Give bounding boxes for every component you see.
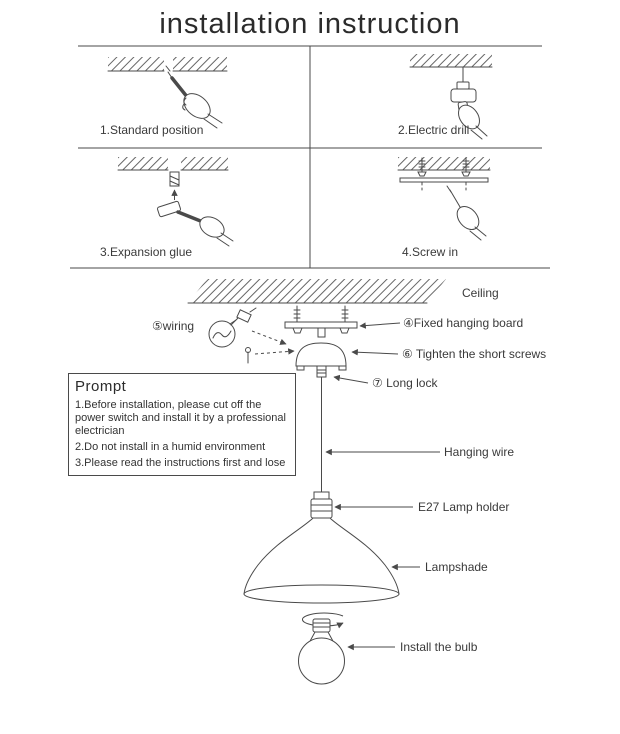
- prompt-box: Prompt 1.Before installation, please cut…: [68, 373, 296, 476]
- fixed-hanging-board-label: ④Fixed hanging board: [403, 316, 523, 330]
- step4-label: 4.Screw in: [402, 245, 458, 259]
- step1-label: 1.Standard position: [100, 123, 203, 137]
- step1-standard-position-illustration: [107, 57, 228, 129]
- lamp-holder-label: E27 Lamp holder: [418, 500, 509, 514]
- prompt-line-2: 2.Do not install in a humid environment: [75, 440, 266, 453]
- lampshade-label: Lampshade: [425, 560, 488, 574]
- wiring-detail-illustration: [208, 307, 295, 364]
- wiring-label: ⑤wiring: [152, 319, 194, 333]
- page-title: installation instruction: [159, 8, 460, 40]
- prompt-line-3: 3.Please read the instructions first and…: [75, 456, 286, 469]
- prompt-line-1: 1.Before installation, please cut off th…: [75, 399, 286, 437]
- canopy-illustration: [295, 342, 347, 378]
- install-bulb-label: Install the bulb: [400, 640, 478, 654]
- hanging-wire-label: Hanging wire: [444, 445, 514, 459]
- hanging-board-illustration: [284, 305, 358, 338]
- bulb-illustration: [298, 612, 345, 685]
- ceiling-illustration: [187, 279, 446, 304]
- step2-electric-drill-illustration: [409, 54, 493, 140]
- step3-expansion-glue-illustration: [117, 157, 234, 247]
- step3-label: 3.Expansion glue: [100, 245, 192, 259]
- steps-grid-lines: [70, 45, 550, 269]
- prompt-title: Prompt: [75, 378, 127, 395]
- fixed-hanging-board-leader-line: [359, 322, 401, 329]
- step4-screw-in-illustration: [397, 157, 491, 241]
- lamp-holder-illustration: [310, 491, 333, 519]
- long-lock-leader-line: [333, 374, 369, 384]
- long-lock-label: ⑦ Long lock: [372, 376, 438, 390]
- ceiling-label: Ceiling: [462, 286, 499, 300]
- tighten-screws-label: ⑥ Tighten the short screws: [402, 347, 546, 361]
- tighten-screws-leader-line: [351, 349, 399, 356]
- lampshade-illustration: [243, 517, 400, 604]
- step2-label: 2.Electric drill: [398, 123, 469, 137]
